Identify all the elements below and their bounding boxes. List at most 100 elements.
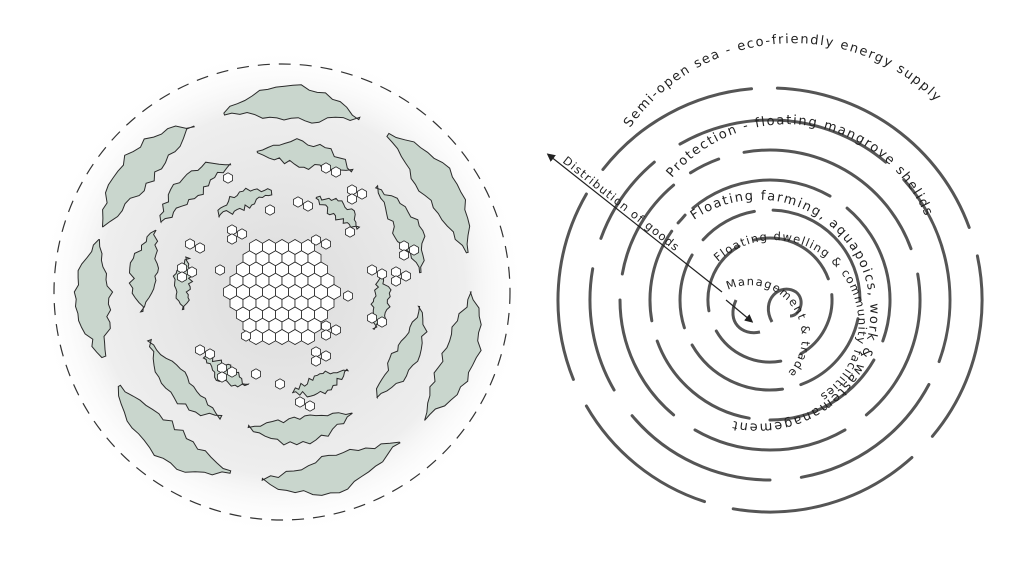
hexagon-icon: [409, 244, 419, 256]
island-shape: [256, 138, 354, 173]
spiral-ring-segment: [701, 209, 756, 242]
spiral-ring-segment: [775, 86, 971, 229]
hexagon-icon: [217, 371, 227, 383]
island-shape: [117, 384, 232, 476]
hexagon-icon: [227, 233, 237, 245]
spiral-ring-segment: [584, 404, 706, 504]
hexagon-icon: [391, 275, 401, 287]
hexagon-icon: [265, 204, 275, 216]
center-hook: [766, 287, 803, 323]
arrow-down-right-icon: [725, 299, 754, 323]
spiral-ring-segment: [771, 208, 862, 302]
hexagon-icon: [177, 271, 187, 283]
hexagon-icon: [215, 264, 225, 276]
hexagon-icon: [262, 329, 276, 345]
hexagon-icon: [185, 238, 195, 250]
spiral-ring-segment: [678, 118, 888, 164]
island-shape: [146, 338, 223, 421]
hexagon-icon: [305, 400, 315, 412]
spiral-ring-segment: [676, 213, 687, 225]
island-shape: [247, 412, 353, 446]
island-shape: [73, 238, 114, 359]
hexagon-icon: [293, 196, 303, 208]
hexagon-icon: [205, 348, 215, 360]
radial-distribution-label: Distribution of goods: [560, 153, 683, 254]
spiral-ring-segment: [655, 339, 751, 420]
spiral-ring-segment: [799, 293, 834, 356]
hexagon-icon: [195, 344, 205, 356]
spiral-ring-segment: [706, 244, 741, 313]
hexagon-icon: [227, 366, 237, 378]
spiral-ring-segment: [588, 267, 616, 392]
island-group: [73, 84, 482, 496]
spiral-ring-segment: [599, 160, 656, 240]
hexagon-icon: [275, 378, 285, 390]
hexagon-icon: [187, 266, 197, 278]
hexagon-icon: [401, 270, 411, 282]
island-shape: [424, 291, 482, 421]
hexagon-icon: [223, 172, 233, 184]
hexagon-cluster-group: [177, 162, 419, 412]
spiral-ring-segment: [864, 272, 922, 417]
island-shape: [292, 368, 350, 398]
spiral-ring-segment: [768, 358, 876, 422]
hexagon-icon: [331, 324, 341, 336]
hexagon-icon: [241, 330, 251, 342]
spiral-ring-segment: [799, 317, 860, 387]
hexagon-icon: [377, 268, 387, 280]
island-shape: [261, 441, 401, 496]
hexagon-icon: [288, 329, 302, 345]
hexagon-icon: [345, 226, 355, 238]
hexagon-icon: [321, 162, 331, 174]
hexagon-icon: [249, 329, 263, 345]
spiral-ring-segment: [618, 298, 676, 417]
spiral-ring-segment: [930, 254, 984, 438]
center-hook-inner: [731, 299, 761, 335]
island-shape: [101, 125, 195, 228]
spiral-ring-segment: [902, 178, 952, 364]
hexagon-icon: [321, 329, 331, 341]
spiral-ring-segment: [601, 87, 753, 171]
hexagon-icon: [275, 329, 289, 345]
island-shape: [315, 195, 361, 230]
spiral-rings: [556, 86, 984, 514]
hexagon-icon: [343, 290, 353, 302]
hexagon-icon: [347, 193, 357, 205]
hexagon-icon: [295, 396, 305, 408]
hexagon-icon: [321, 350, 331, 362]
hexagon-icon: [301, 329, 315, 345]
spiral-ring-segment: [845, 206, 892, 343]
spiral-ring-segment: [678, 253, 694, 330]
hexagon-icon: [237, 228, 247, 240]
hexagon-icon: [377, 316, 387, 328]
hexagon-icon: [311, 234, 321, 246]
spiral-ring-segment: [693, 428, 847, 452]
spiral-ring-segment: [648, 229, 674, 323]
spiral-ring-segment: [556, 192, 588, 381]
spiral-ring-segment: [752, 236, 830, 281]
spiral-ring-segment: [620, 183, 676, 276]
hexagon-icon: [367, 312, 377, 324]
island-plan: [38, 48, 526, 536]
hexagon-icon: [399, 249, 409, 261]
hexagon-icon: [321, 238, 331, 250]
spiral-ring-segment: [689, 157, 721, 175]
island-shape: [375, 305, 428, 400]
island-shape: [159, 161, 232, 224]
hexagon-icon: [195, 242, 205, 254]
spiral-diagram: Semi-open sea - eco-friendly energy supp…: [546, 32, 984, 514]
hexagon-icon: [303, 200, 313, 212]
spiral-ring-segment: [690, 343, 784, 392]
spiral-ring-segment: [691, 178, 832, 210]
arrow-up-left-icon: [546, 153, 723, 293]
spiral-ring-segment: [799, 383, 931, 479]
hexagon-icon: [311, 355, 321, 367]
hexagon-icon: [357, 188, 367, 200]
island-shape: [223, 84, 361, 124]
spiral-ring-segment: [714, 329, 783, 364]
spiral-ring-segment: [742, 148, 913, 251]
island-shape: [217, 187, 273, 218]
hexagon-icon: [251, 368, 261, 380]
spiral-ring-segment: [731, 456, 914, 514]
